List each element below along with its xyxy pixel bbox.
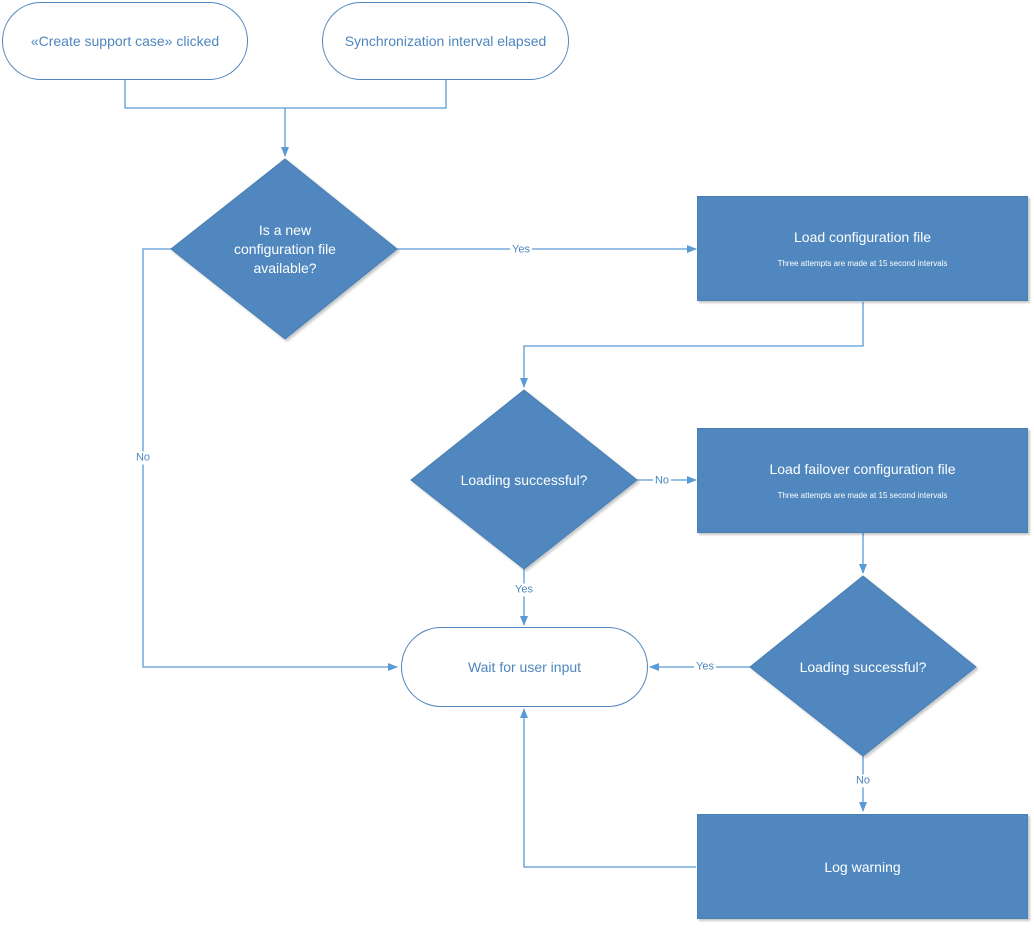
decision-loading-1-label: Loading successful? (460, 471, 588, 488)
edge-label-loading-1-yes: Yes (513, 583, 535, 597)
terminal-wait-input-label: Wait for user input (467, 659, 582, 675)
edge-label-loading-1-no: No (652, 474, 672, 488)
edge-label-loading-2-no: No (853, 774, 873, 788)
process-load-config-note: Three attempts are made at 15 second int… (777, 259, 948, 268)
terminal-sync-elapsed: Synchronization interval elapsed (322, 2, 569, 80)
process-load-failover-title: Load failover configuration file (769, 461, 956, 477)
decision-loading-2-label: Loading successful? (799, 658, 927, 675)
edge-label-loading-2-yes: Yes (694, 660, 716, 674)
edge-label-new-config-no: No (133, 451, 153, 465)
terminal-wait-input: Wait for user input (401, 627, 648, 707)
edge-label-new-config-yes: Yes (510, 243, 532, 257)
terminal-sync-elapsed-label: Synchronization interval elapsed (344, 33, 547, 49)
edge-create-case-merge (124, 80, 285, 109)
decision-new-config-shape (170, 158, 398, 340)
terminal-create-case-label: «Create support case» clicked (30, 33, 220, 49)
process-log-warning: Log warning (697, 814, 1028, 919)
decision-loading-1-shape (410, 389, 638, 570)
process-load-failover-note: Three attempts are made at 15 second int… (777, 491, 948, 500)
process-load-config: Load configuration file Three attempts a… (697, 196, 1028, 301)
edge-load-to-loading1 (520, 302, 864, 388)
terminal-create-case: «Create support case» clicked (2, 2, 248, 80)
edge-sync-merge (285, 80, 447, 109)
decision-loading-2-shape (749, 575, 977, 757)
process-load-config-title: Load configuration file (794, 229, 931, 245)
edge-log-to-wait (520, 708, 696, 868)
decision-new-config-label: Is a new configuration file available? (234, 221, 336, 276)
process-log-warning-title: Log warning (824, 858, 901, 875)
process-load-failover: Load failover configuration file Three a… (697, 428, 1028, 533)
